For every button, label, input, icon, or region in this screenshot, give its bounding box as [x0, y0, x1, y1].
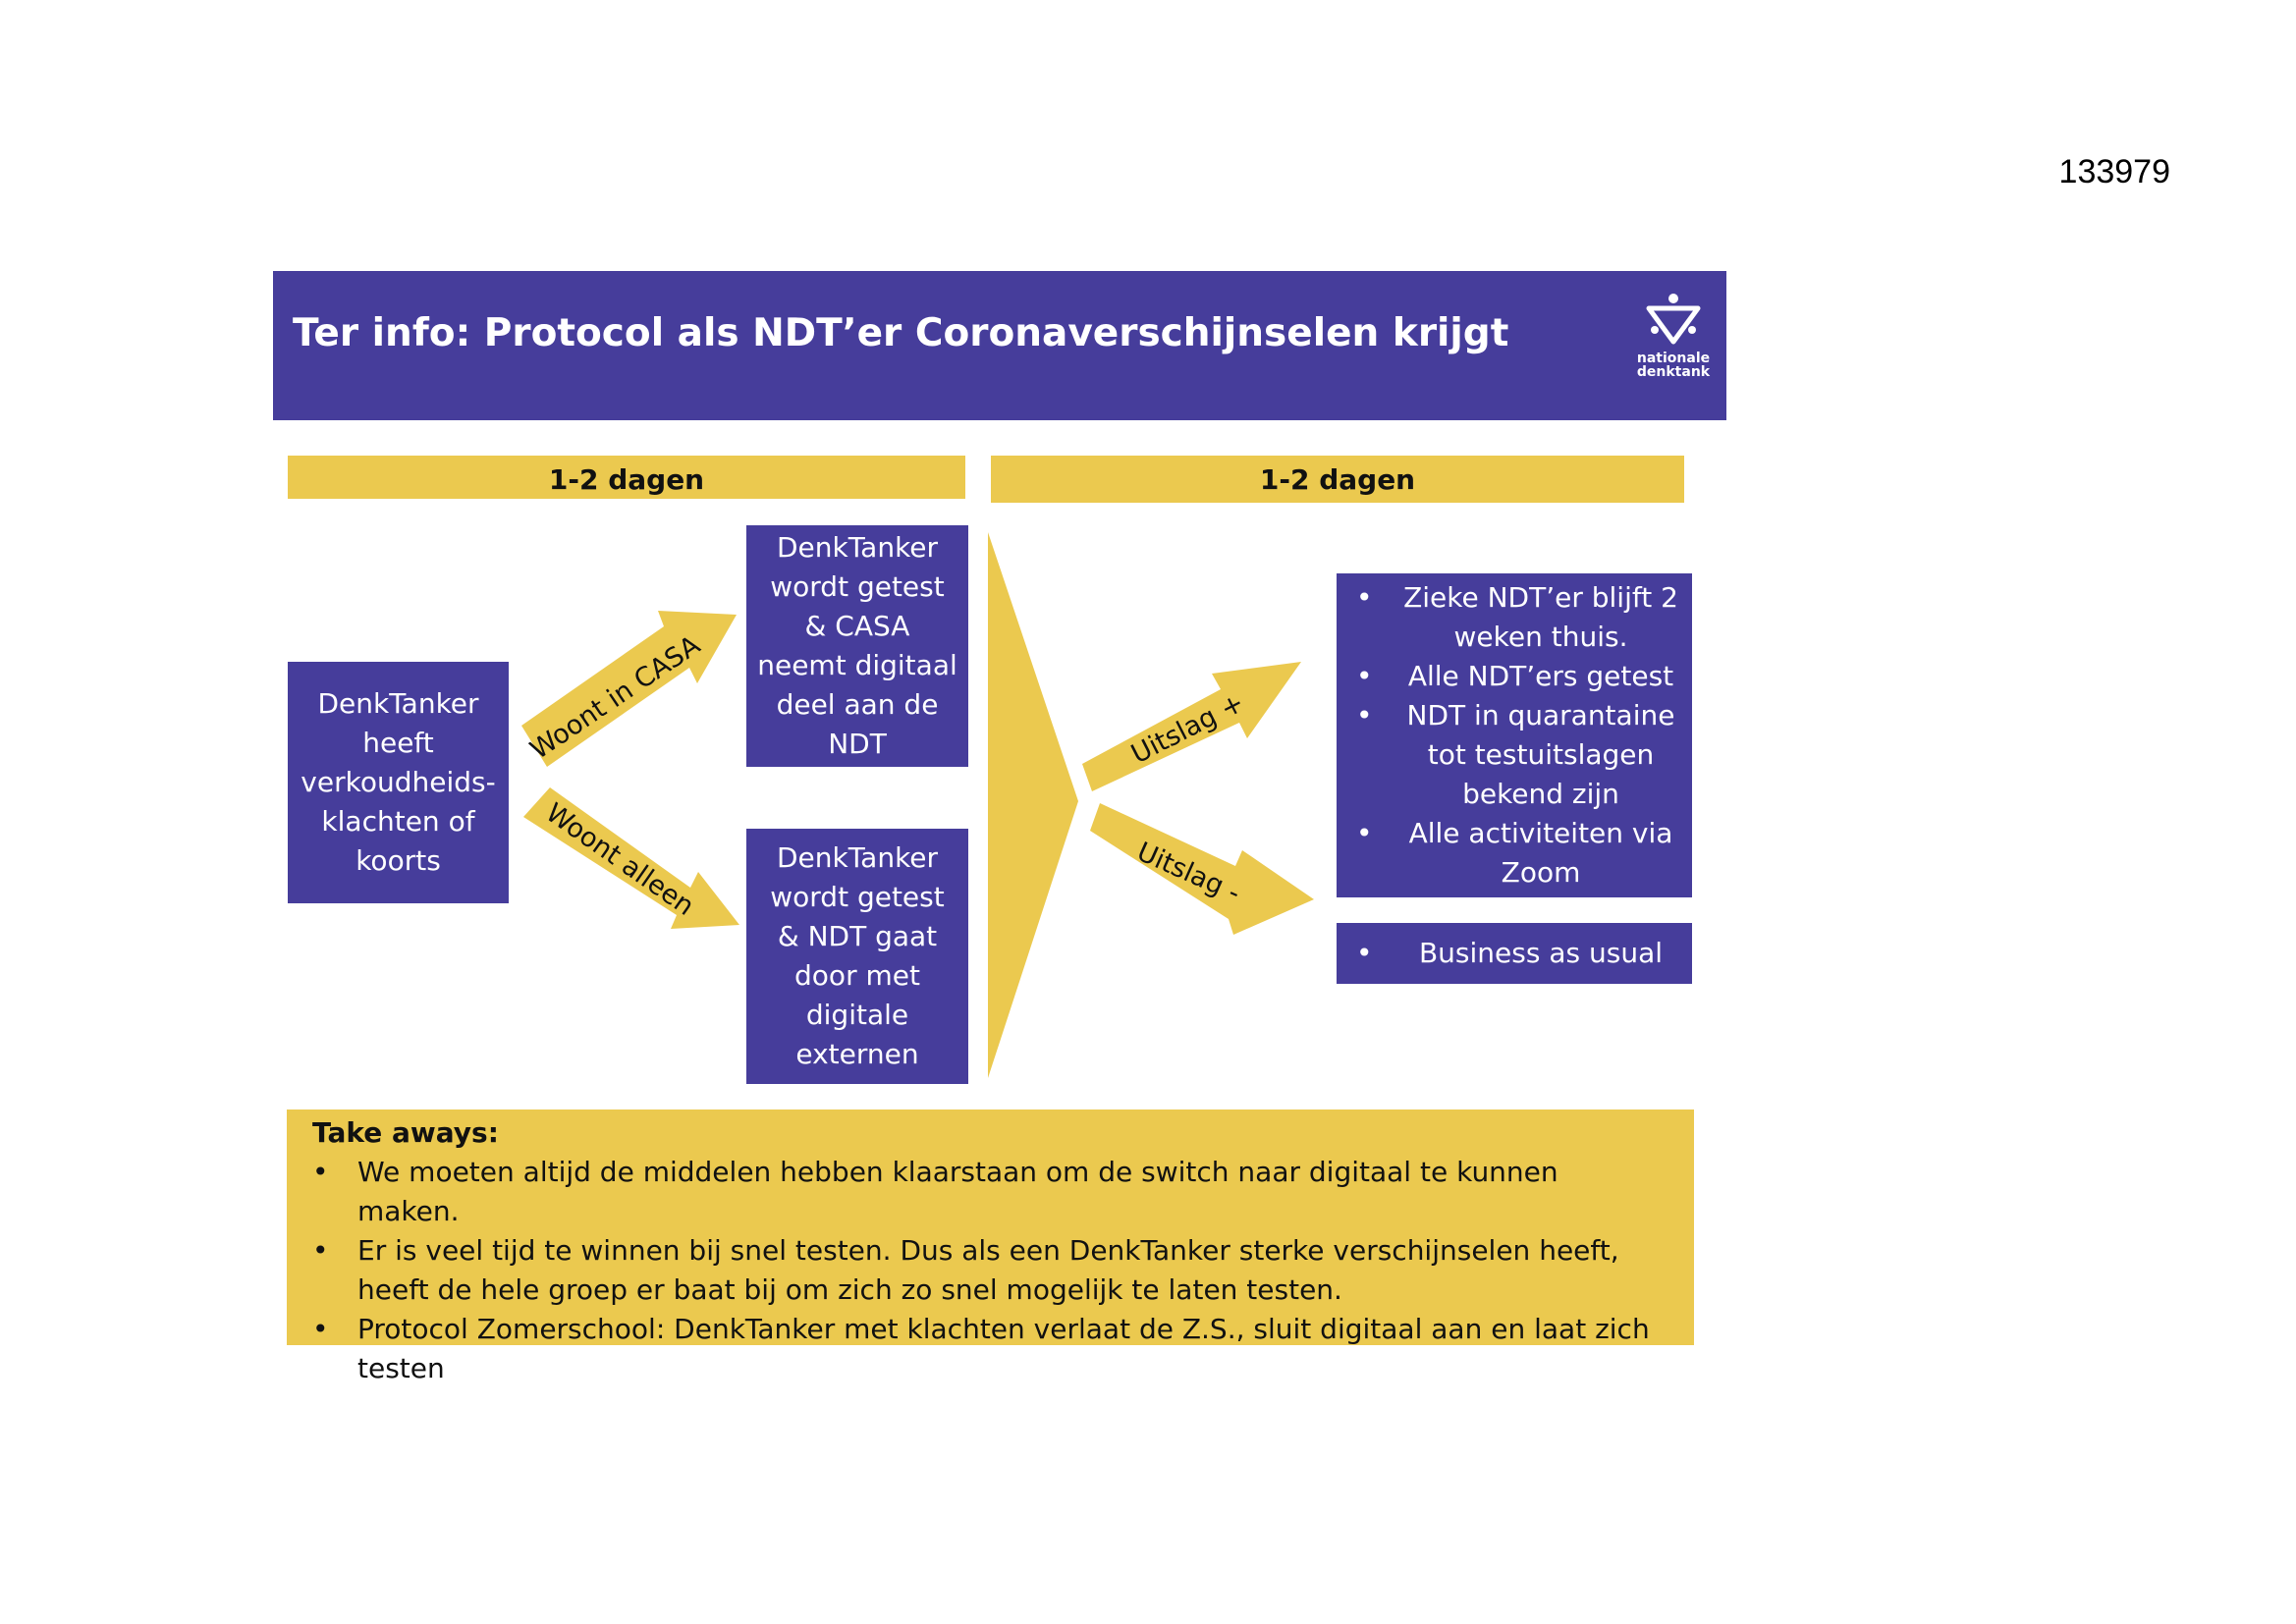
start-box-klachten: DenkTanker heeft verkoudheids-klachten o… [288, 662, 509, 903]
list-item: Protocol Zomerschool: DenkTanker met kla… [312, 1310, 1668, 1388]
title-bar: Ter info: Protocol als NDT’er Coronavers… [273, 271, 1726, 420]
list-item: Business as usual [1337, 934, 1692, 973]
protocol-slide: Ter info: Protocol als NDT’er Coronavers… [273, 271, 1726, 1384]
phase-header-2: 1-2 dagen [991, 456, 1684, 503]
alone-outcome-box: DenkTanker wordt getest & NDT gaat door … [746, 829, 968, 1084]
alone-outcome-text: DenkTanker wordt getest & NDT gaat door … [770, 841, 945, 1070]
list-item: Er is veel tijd te winnen bij snel teste… [312, 1231, 1668, 1310]
nationale-denktank-logo: nationale denktank [1636, 293, 1711, 391]
label-woont-in-casa: Woont in CASA [525, 629, 706, 765]
label-uitslag-positief: Uitslag + [1126, 687, 1249, 770]
start-box-text: DenkTanker heeft verkoudheids-klachten o… [301, 687, 496, 877]
document-number: 133979 [2058, 153, 2170, 190]
arrow-uitslag-positief [1082, 662, 1301, 791]
takeaways-box: Take aways: We moeten altijd de middelen… [287, 1110, 1694, 1384]
negative-result-box: Business as usual [1337, 923, 1692, 984]
positive-result-box: Zieke NDT’er blijft 2 weken thuis. Alle … [1337, 573, 1692, 897]
flow-arrows: Woont in CASA Woont alleen Uitslag + Uit… [521, 532, 1314, 1078]
arrow-woont-alleen [523, 787, 739, 929]
list-item: Alle activiteiten via Zoom [1337, 814, 1692, 893]
phase-transition-chevron [988, 532, 1078, 1078]
list-item: Zieke NDT’er blijft 2 weken thuis. [1337, 578, 1692, 657]
casa-outcome-text: DenkTanker wordt getest & CASA neemt dig… [757, 531, 957, 760]
list-item: We moeten altijd de middelen hebben klaa… [312, 1153, 1668, 1231]
arrow-uitslag-negatief [1090, 803, 1314, 935]
positive-result-list: Zieke NDT’er blijft 2 weken thuis. Alle … [1337, 578, 1692, 893]
casa-outcome-box: DenkTanker wordt getest & CASA neemt dig… [746, 525, 968, 767]
arrow-woont-in-casa [521, 611, 737, 767]
triangle-logo-icon [1646, 294, 1701, 345]
logo-text-line-1: nationale [1636, 351, 1711, 366]
logo-text-line-2: denktank [1636, 364, 1711, 380]
phase-header-1: 1-2 dagen [288, 456, 965, 499]
takeaways-heading: Take aways: [312, 1116, 499, 1149]
list-item: NDT in quarantaine tot testuitslagen bek… [1337, 696, 1692, 814]
negative-result-list: Business as usual [1337, 934, 1692, 973]
list-item: Alle NDT’ers getest [1337, 657, 1692, 696]
label-woont-alleen: Woont alleen [540, 797, 699, 922]
slide-title: Ter info: Protocol als NDT’er Coronavers… [293, 311, 1509, 355]
takeaways-list: We moeten altijd de middelen hebben klaa… [312, 1153, 1668, 1388]
